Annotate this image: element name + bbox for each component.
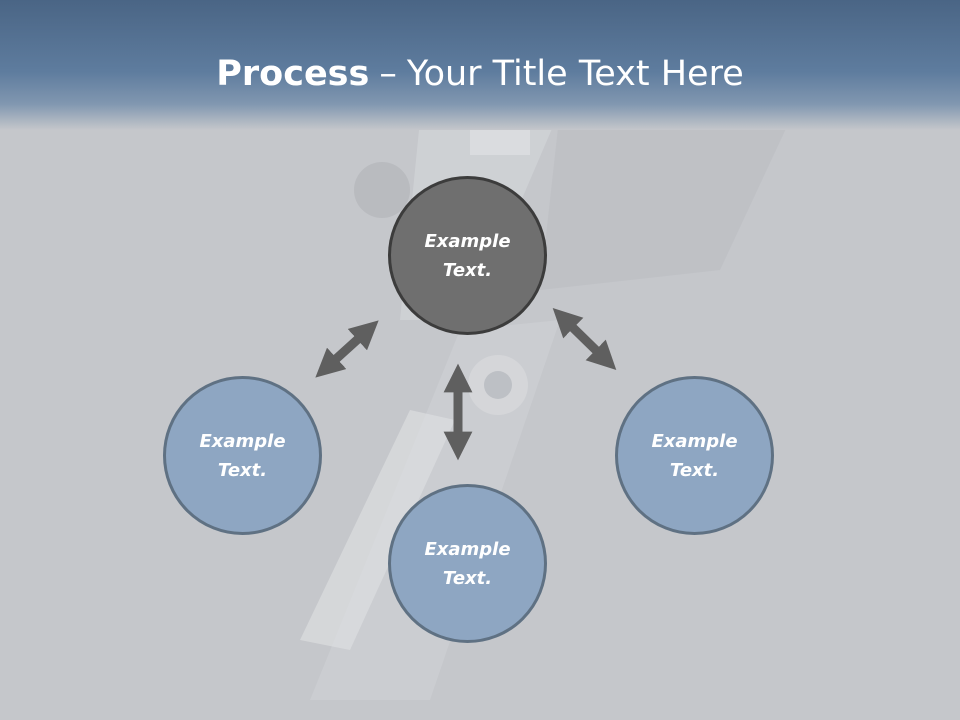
node-left-label: Example Text. — [199, 430, 286, 481]
page-title: Process–Your Title Text Here — [0, 52, 960, 96]
process-node-right: Example Text. — [615, 376, 774, 535]
title-bold: Process — [216, 54, 370, 94]
arrow-top-left — [315, 320, 379, 378]
title-separator: – — [379, 54, 397, 94]
node-right-label: Example Text. — [651, 430, 738, 481]
arrow-top-right — [552, 307, 617, 371]
node-bottom-label: Example Text. — [424, 538, 511, 589]
process-node-left: Example Text. — [163, 376, 322, 535]
node-top-label: Example Text. — [424, 230, 511, 281]
title-rest: Your Title Text Here — [406, 54, 744, 94]
title-banner — [0, 0, 960, 130]
process-node-top: Example Text. — [388, 176, 547, 335]
process-node-bottom: Example Text. — [388, 484, 547, 643]
